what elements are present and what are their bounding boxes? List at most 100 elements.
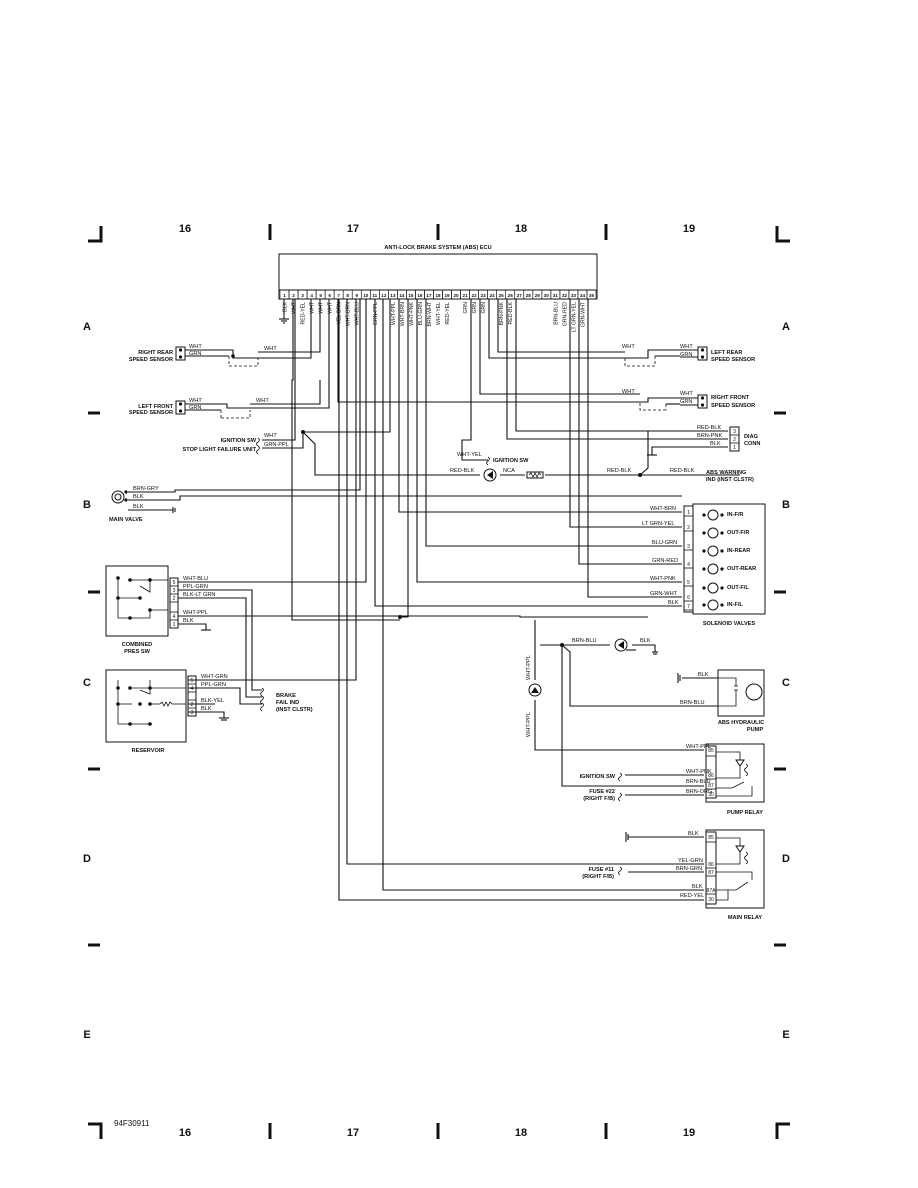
- pin-number: 87: [708, 870, 714, 876]
- ecu-pin-number: 15: [408, 293, 414, 298]
- ecu-pin-number: 23: [481, 293, 487, 298]
- ecu-pin-number: 7: [337, 293, 340, 298]
- ecu-wire-label: GRN-PPL: [373, 302, 379, 325]
- ecu-pin-number: 10: [363, 293, 369, 298]
- wire-label: BLK: [201, 706, 212, 712]
- ecu-pin-number: 32: [562, 293, 568, 298]
- solenoid-label: SOLENOID VALVES: [703, 621, 756, 627]
- valve-label: OUT-F/L: [727, 585, 749, 591]
- ecu-wire-label: BLK: [283, 301, 289, 311]
- wire-label: BLK-LT GRN: [183, 592, 215, 598]
- wire-label: BRN-BLU: [572, 638, 597, 644]
- diag-label: DIAG: [744, 434, 758, 440]
- wire-label: WHT: [264, 346, 277, 352]
- ecu-pin-number: 29: [535, 293, 541, 298]
- ecu-wire-label: WHT: [328, 301, 334, 314]
- ecu-pin-number: 2: [292, 293, 295, 298]
- solenoid-coil-icon: [707, 582, 719, 594]
- column-label-bottom: 19: [683, 1127, 695, 1139]
- ignition-label: IGNITION SW: [221, 438, 257, 444]
- row-label-left: C: [83, 677, 91, 689]
- ecu-pin-number: 18: [435, 293, 441, 298]
- right-rear-speed-sensor: RIGHT REAR SPEED SENSOR WHT GRN WHT: [129, 344, 277, 363]
- pump-relay: 85 86 87 30 WHT-PPL WHT-PNK BRN-BLU BRN-…: [580, 743, 765, 816]
- wire-label: BRN-PNK: [697, 433, 722, 439]
- wire-label: WHT: [680, 344, 693, 350]
- wire-label: BRN-ORG: [686, 789, 712, 795]
- brake-fail-label: (INST CLSTR): [276, 707, 313, 713]
- ecu-pin-number: 34: [580, 293, 586, 298]
- warning-label: ABS WARNING: [706, 470, 746, 476]
- pin-number: 3: [733, 429, 736, 435]
- pin-number: 86: [708, 862, 714, 868]
- valve-icon: [111, 490, 125, 504]
- ecu-wire-label: BRN-PNK: [499, 301, 505, 325]
- row-label-left: E: [83, 1029, 90, 1041]
- ignition-sw-left: IGNITION SW WHT: [221, 433, 277, 447]
- ecu-wire-label: WHT-BRN: [400, 302, 406, 326]
- ecu-title: ANTI-LOCK BRAKE SYSTEM (ABS) ECU: [384, 245, 491, 251]
- wire-label: BLK: [688, 831, 699, 837]
- nca-label: NCA: [503, 468, 515, 474]
- ignition-label: IGNITION SW: [493, 458, 529, 464]
- ecu-pin-cell: [586, 289, 597, 300]
- pin-number: 3: [173, 588, 176, 594]
- ecu-wire-label: WHT: [319, 301, 325, 314]
- wire-label: GRN-PPL: [264, 442, 289, 448]
- pin-number: 87A: [707, 888, 717, 894]
- pump-relay-label: PUMP RELAY: [727, 810, 763, 816]
- wire-label: BLK: [183, 618, 194, 624]
- valve-label: OUT-REAR: [727, 566, 756, 572]
- pin-number: 87: [708, 783, 714, 789]
- reservoir-connector: [187, 675, 197, 717]
- ground-symbols: [626, 649, 658, 655]
- wire-label: WHT: [622, 389, 635, 395]
- fuse-label: FUSE #22: [589, 789, 615, 795]
- main-valve-label: MAIN VALVE: [109, 517, 143, 523]
- row-label-right: A: [782, 321, 790, 333]
- solenoid-coil-icon: [707, 509, 719, 521]
- row-label-left: D: [83, 853, 91, 865]
- pin-number: 2: [191, 702, 194, 708]
- diode-horizontal: BRN-BLU BLK: [572, 638, 651, 652]
- ecu-pin-number: 13: [390, 293, 396, 298]
- ecu-wire-label: BRN-BLU: [553, 302, 559, 325]
- wire-label: WHT-PPL: [526, 655, 532, 680]
- column-label-top: 18: [515, 223, 527, 235]
- ecu-wire-label: WHT-YEL: [436, 302, 442, 325]
- main-relay: 85 86 87 87A 30 BLK YEL-GRN BRN-GRN BLK …: [582, 829, 765, 921]
- wire-label: BLK: [698, 672, 709, 678]
- ecu-pin-number: 8: [346, 293, 349, 298]
- pin-number: 85: [708, 835, 714, 841]
- wire-label: WHT-PPL: [526, 712, 532, 737]
- sensor-label: LEFT FRONT: [138, 404, 173, 410]
- pin-number: 3: [191, 710, 194, 716]
- pin-number: 6: [687, 595, 690, 601]
- row-label-left: A: [83, 321, 91, 333]
- relay-coil-icon: [744, 763, 748, 777]
- stop-light-failure-unit: STOP LIGHT FAILURE UNIT GRN-PPL: [183, 442, 289, 455]
- ecu-wire-label: GRN-RED: [562, 302, 568, 326]
- ecu-wire-label: RED-BLK: [508, 301, 514, 324]
- ignition-sw-mid: WHT-YEL IGNITION SW: [457, 452, 529, 466]
- ecu-pin-number: 4: [310, 293, 313, 298]
- wire-label: YEL-GRN: [678, 858, 703, 864]
- ecu-pin-number: 1: [283, 293, 286, 298]
- main-relay-label: MAIN RELAY: [728, 915, 763, 921]
- solenoid-coil-icon: [707, 527, 719, 539]
- column-label-top: 19: [683, 223, 695, 235]
- wire-label: RED-BLK: [697, 425, 722, 431]
- fuse-label: FUSE #11: [589, 867, 615, 873]
- ecu-pin-number: 25: [499, 293, 505, 298]
- ecu-pin-number: 28: [526, 293, 532, 298]
- ecu-wire-label: WHT: [310, 301, 316, 314]
- wire-label: BRN-BLU: [680, 700, 705, 706]
- warning-label: IND (INST CLSTR): [706, 477, 754, 483]
- pin-number: 7: [687, 604, 690, 610]
- pump-housing: [717, 669, 765, 717]
- ecu-pin-number: 9: [355, 293, 358, 298]
- ecu-pin-number: 12: [381, 293, 387, 298]
- pin-number: 4: [687, 562, 690, 568]
- left-front-speed-sensor: LEFT FRONT SPEED SENSOR WHT GRN WHT: [129, 398, 269, 416]
